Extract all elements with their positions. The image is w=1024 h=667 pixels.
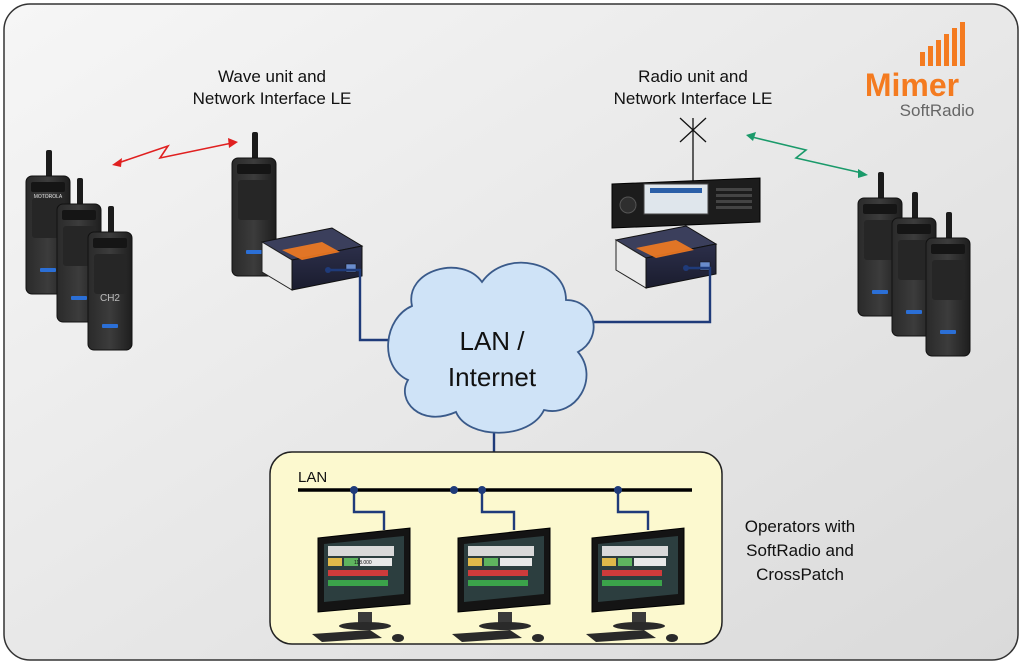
operators-label-line1: Operators with (745, 517, 856, 536)
mimer-softradio-logo: Mimer SoftRadio (865, 22, 974, 120)
lan-drop-nodes (350, 486, 622, 494)
operators-label-line3: CrossPatch (756, 565, 844, 584)
cloud-label-line1: LAN / (459, 326, 525, 356)
radio-brand-label: MOTOROLA (34, 194, 63, 200)
wireless-link-left (112, 138, 238, 167)
mobile-radio-icon (611, 177, 761, 229)
wave-label-line1: Wave unit and (218, 67, 326, 86)
wave-label-line2: Network Interface LE (193, 89, 352, 108)
radio-label-line2: Network Interface LE (614, 89, 773, 108)
lan-label: LAN (298, 469, 327, 486)
logo-bars-icon (920, 22, 965, 66)
left-handheld-radios: MOTOROLA CH2 (25, 149, 133, 351)
radio-label-line1: Radio unit and (638, 67, 748, 86)
cloud-icon (387, 261, 595, 434)
logo-product: SoftRadio (900, 101, 975, 120)
cloud-label-line2: Internet (448, 362, 537, 392)
console-display-value: 118.000 (354, 560, 372, 566)
logo-brand: Mimer (865, 67, 959, 103)
antenna-icon (679, 117, 707, 182)
radio-channel-label: CH2 (100, 293, 120, 304)
lan-drops (352, 490, 650, 530)
operators-label-line2: SoftRadio and (746, 541, 854, 560)
wireless-link-right (746, 132, 868, 178)
